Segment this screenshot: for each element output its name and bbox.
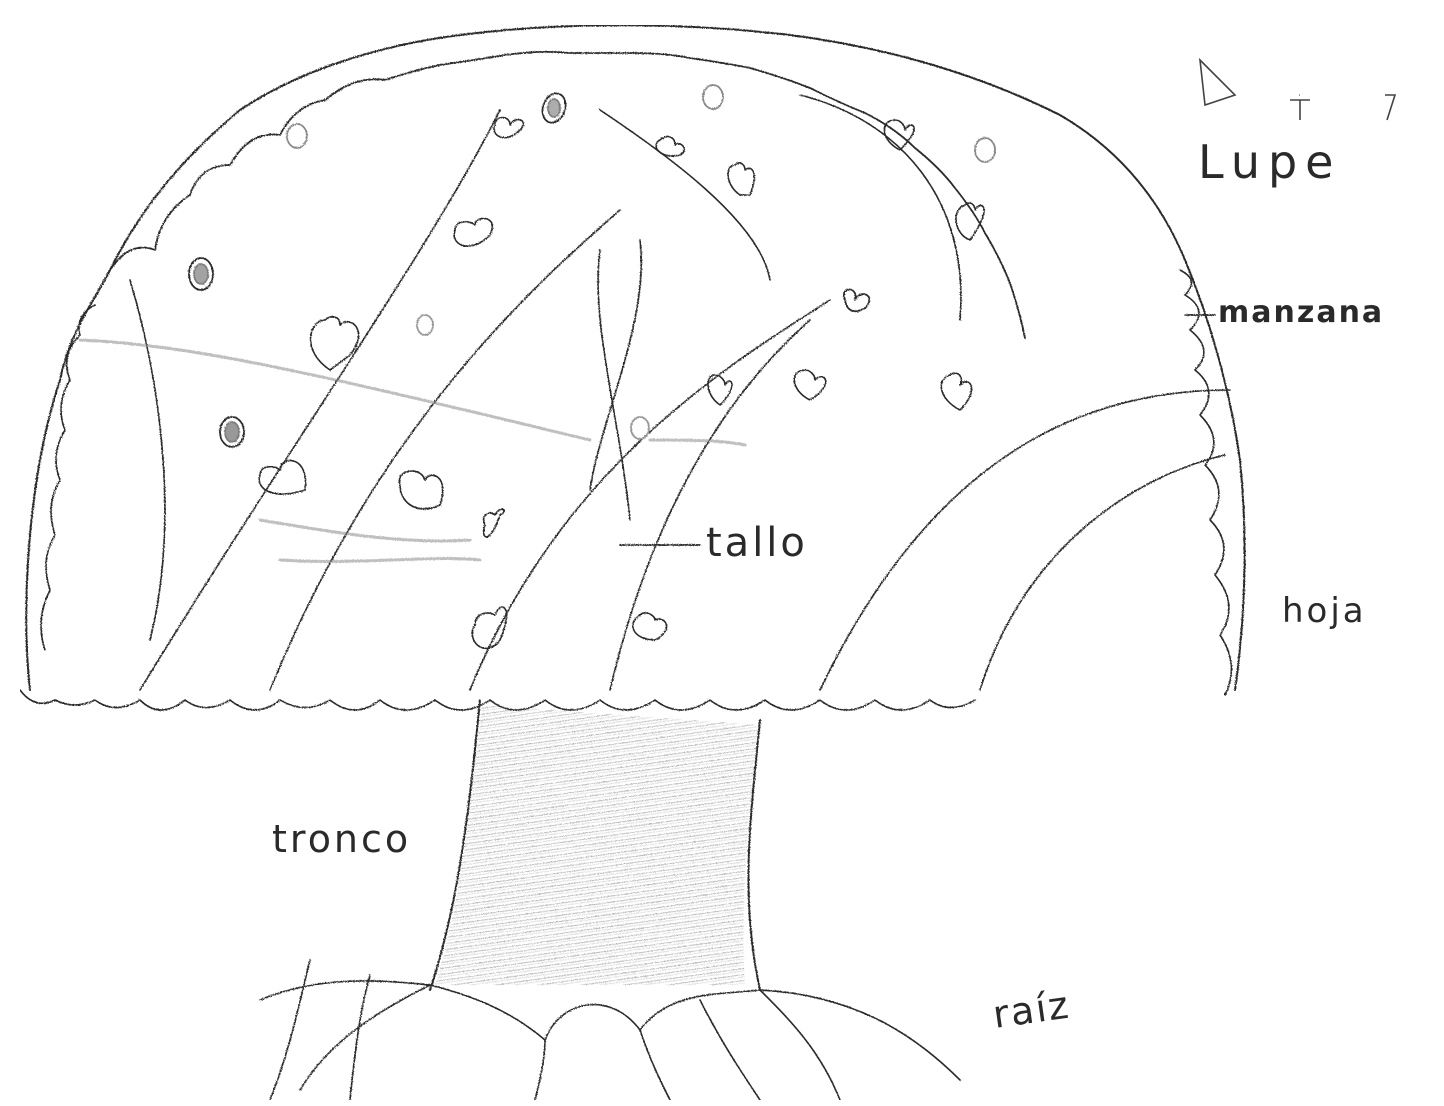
crayon-scribbles bbox=[80, 340, 745, 561]
canopy-scallops-top bbox=[110, 52, 1025, 338]
canopy-outline bbox=[26, 25, 1244, 690]
canopy-scallops-right bbox=[1180, 270, 1231, 695]
label-root: raíz bbox=[990, 983, 1073, 1037]
label-stem: tallo bbox=[706, 520, 808, 566]
canopy-branches bbox=[130, 95, 1230, 690]
trunk-shading bbox=[435, 705, 758, 985]
apple bbox=[631, 417, 649, 439]
apple bbox=[975, 138, 995, 162]
label-leaf: hoja bbox=[1282, 591, 1367, 631]
canopy-scallops-left bbox=[41, 305, 95, 650]
apple-marks bbox=[189, 85, 995, 447]
label-trunk: tronco bbox=[272, 817, 411, 861]
apple bbox=[703, 85, 723, 109]
name-doodle bbox=[1200, 60, 1395, 120]
apple bbox=[417, 315, 433, 335]
apple bbox=[287, 124, 307, 148]
label-apple: manzana bbox=[1218, 295, 1384, 330]
author-name: Lupe bbox=[1198, 135, 1341, 189]
